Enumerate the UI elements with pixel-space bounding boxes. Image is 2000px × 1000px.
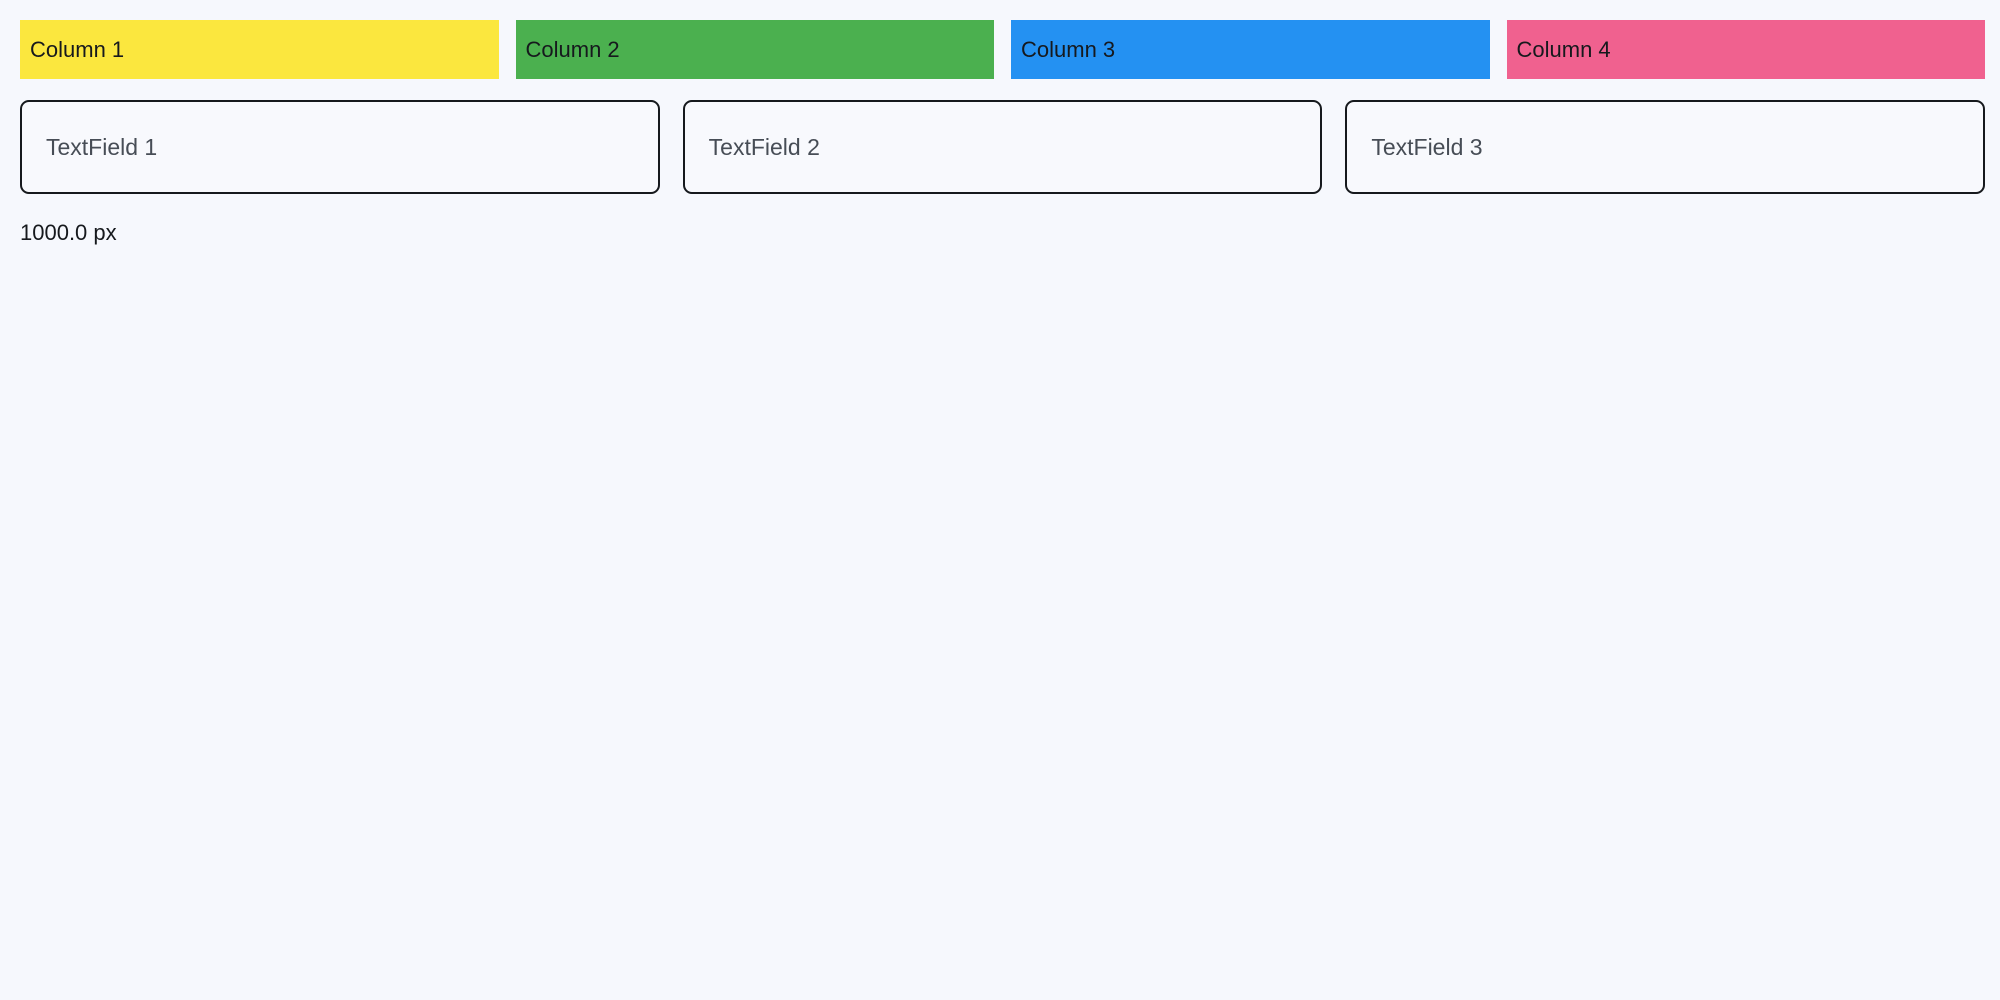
- column-block-3-label: Column 3: [1021, 36, 1116, 62]
- textfield-3-placeholder: TextField 3: [1371, 133, 1483, 160]
- textfield-2[interactable]: TextField 2: [682, 100, 1323, 194]
- textfields-row: TextField 1 TextField 2 TextField 3: [20, 100, 1986, 194]
- textfield-2-placeholder: TextField 2: [708, 133, 820, 160]
- textfield-1-placeholder: TextField 1: [46, 133, 158, 160]
- textfield-1[interactable]: TextField 1: [20, 100, 660, 194]
- column-block-2-label: Column 2: [525, 36, 620, 62]
- column-block-2[interactable]: Column 2: [515, 20, 994, 79]
- measurement-caption: 1000.0 px: [20, 220, 117, 245]
- column-block-4[interactable]: Column 4: [1506, 20, 1985, 79]
- column-block-1[interactable]: Column 1: [20, 20, 499, 79]
- measurement-caption-row: 1000.0 px: [20, 218, 1985, 248]
- columns-row: Column 1 Column 2 Column 3 Column 4: [20, 20, 1985, 79]
- textfield-3[interactable]: TextField 3: [1345, 100, 1986, 194]
- column-block-4-label: Column 4: [1516, 36, 1611, 62]
- column-block-3[interactable]: Column 3: [1011, 20, 1490, 79]
- column-block-1-label: Column 1: [30, 36, 125, 62]
